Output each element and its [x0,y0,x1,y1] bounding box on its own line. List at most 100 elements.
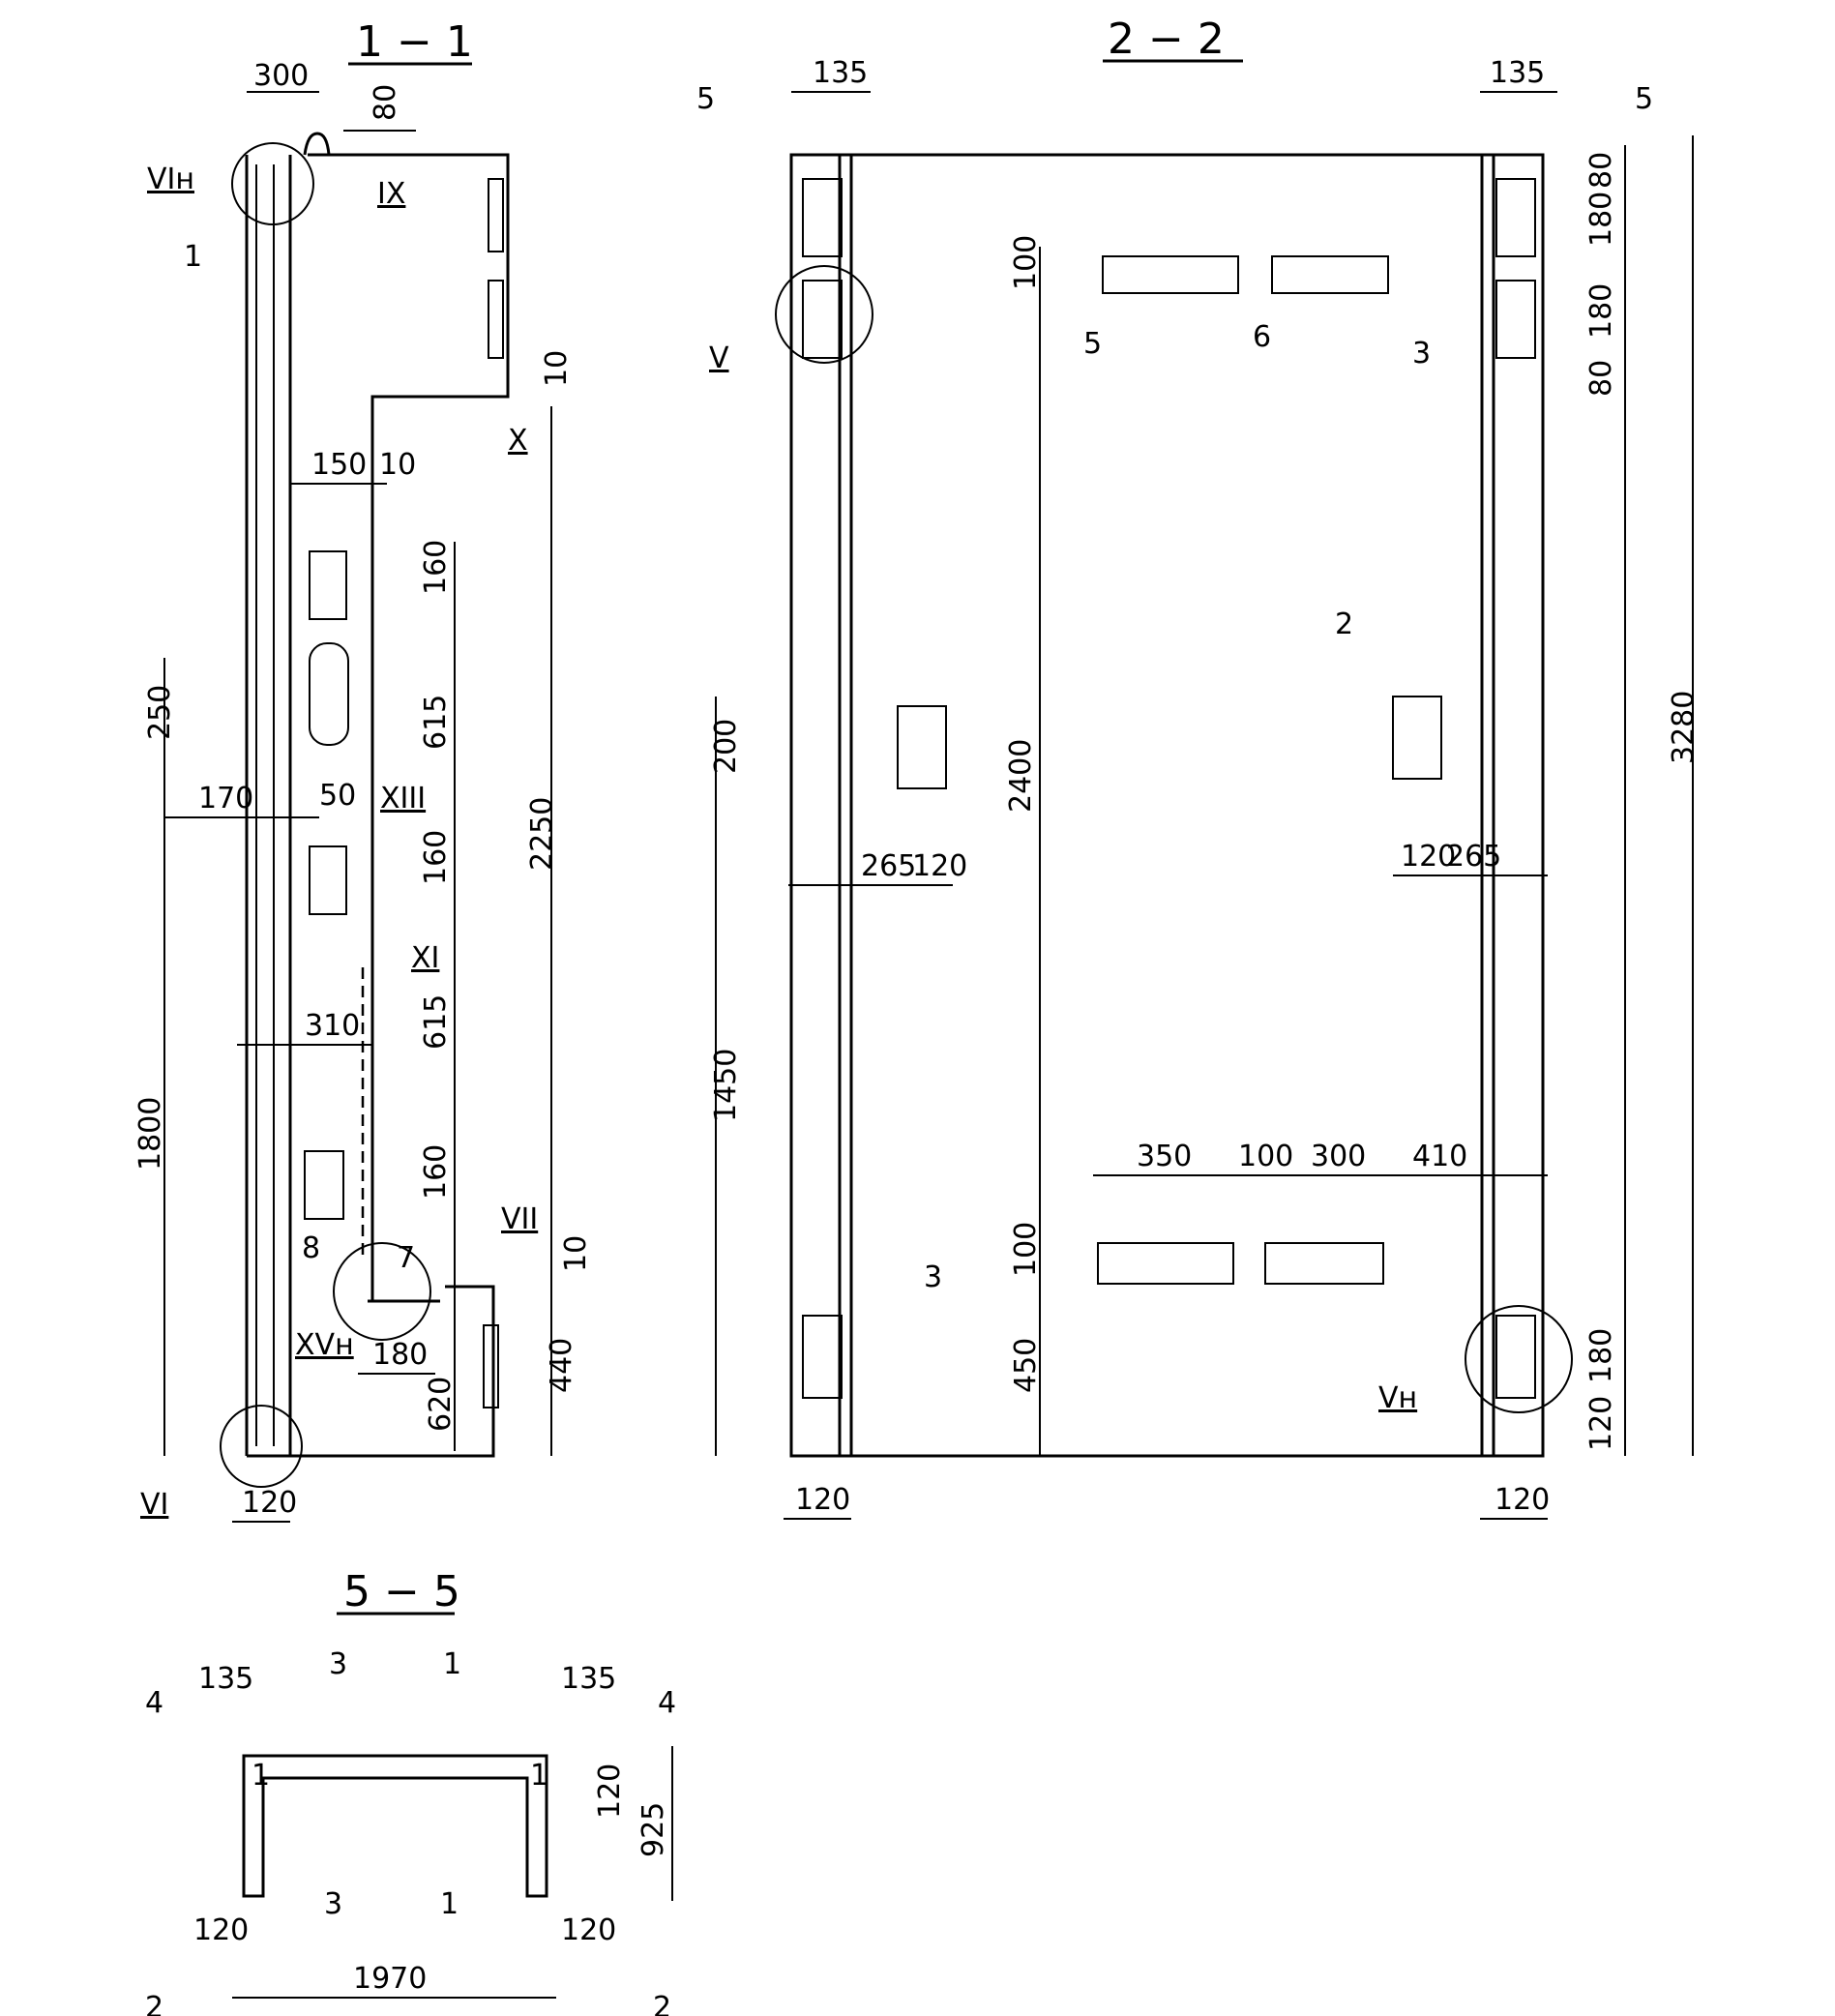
section-5-5-title: 5 − 5 [343,1567,460,1616]
cut-mark-2-left: 2 [145,1991,163,2016]
dim-120-mid: 120 [912,849,967,883]
position-7: 7 [397,1241,415,1275]
dim-80: 80 [369,84,402,121]
cut-mark-4-left: 4 [145,1686,163,1720]
dim-100-a: 100 [1009,235,1043,290]
dim-80-a: 80 [1584,152,1618,189]
lifting-loop [303,132,331,156]
mark-vii: VII [501,1202,538,1236]
detail-circle-vn [1465,1305,1573,1413]
cut-mark-3-bottom: 3 [324,1887,342,1921]
shelf-plates [488,178,504,359]
dim-135-right-5-5: 135 [561,1662,616,1696]
dimensions-2-2: 135 135 80 180 180 80 100 200 2400 3280 … [709,56,1701,1520]
dim-50: 50 [319,779,356,813]
dim-135-left-5-5: 135 [198,1662,253,1696]
dim-10-bottom: 10 [559,1235,593,1272]
dim-180-c: 180 [1584,1328,1618,1383]
mark-vin: VIн [147,163,194,196]
position-5: 5 [1083,327,1102,361]
detail-circle-vin [231,142,314,225]
dim-160-b: 160 [419,830,453,885]
plate-xiii [309,642,349,746]
dim-200: 200 [709,719,743,774]
dimensions-1-1: 300 80 10 150 10 160 615 250 170 50 2250… [133,59,593,1523]
dim-120-bottom-left: 120 [795,1483,850,1517]
position-2: 2 [1335,608,1353,641]
mark-v: V [709,341,729,375]
dim-120-right: 120 [1584,1396,1618,1451]
section-5-5: 5 − 5 4 4 2 2 3 1 3 1 1 1 135 135 120 92… [145,1567,676,2016]
dim-135-right: 135 [1490,56,1545,90]
dim-135-left: 135 [813,56,868,90]
dim-350: 350 [1137,1140,1192,1173]
channel-section-outline [242,1754,548,1898]
dim-160-a: 160 [419,540,453,595]
plate-6 [1271,255,1389,294]
cut-mark-1-top: 1 [443,1647,461,1681]
dim-120-right-mid: 120 [1401,840,1456,874]
mark-xvn: XVн [295,1328,354,1362]
dim-80-b: 80 [1584,360,1618,397]
dim-450: 450 [1009,1338,1043,1393]
position-3-bottom: 3 [924,1260,942,1294]
dim-265-left: 265 [861,849,916,883]
dim-615-a: 615 [419,695,453,750]
dim-250: 250 [143,685,177,740]
dim-620: 620 [424,1377,458,1432]
section-profile-bottom [247,1285,495,1458]
rib-plate-left-top [802,178,843,257]
inner-mark-right: 1 [530,1759,548,1793]
rib-plate-right-top [1495,178,1536,257]
dim-120-bottom-right-5-5: 120 [561,1913,616,1947]
dim-120: 120 [242,1486,297,1520]
cut-mark-3-top: 3 [329,1647,347,1681]
cut-mark-1-bottom: 1 [440,1887,459,1921]
dim-10-top: 10 [540,350,574,387]
plate-160-mid [309,845,347,915]
dim-120-bottom-left-5-5: 120 [193,1913,249,1947]
cut-mark-4-right: 4 [658,1686,676,1720]
dim-10-mid: 10 [379,448,416,482]
position-3-top: 3 [1412,337,1431,371]
detail-circle-v [775,265,873,364]
column-body-1-1 [220,132,510,1488]
panel-body-2-2 [775,153,1573,1458]
dim-410: 410 [1412,1140,1467,1173]
position-6: 6 [1253,320,1271,354]
dim-150: 150 [311,448,367,482]
mark-ix: IX [377,177,405,211]
dimensions-5-5: 135 135 120 925 120 120 1970 [193,1662,673,1999]
cut-mark-left: 5 [696,82,715,116]
marks-1-1: VIн IX X XIII XI VII XVн VI 1 7 8 [140,163,538,1522]
plate-160-top [309,550,347,620]
mark-xi: XI [411,941,439,975]
rib-plate-right-second [1495,280,1536,359]
dim-180-a: 180 [1584,192,1618,247]
plate-160-bottom [304,1150,344,1220]
dim-615-b: 615 [419,994,453,1050]
lower-side-plate [483,1324,499,1408]
plate-bottom-right [1264,1242,1384,1285]
dim-3280: 3280 [1667,691,1701,764]
dim-120-height: 120 [593,1764,627,1819]
cut-mark-2-right: 2 [653,1991,671,2016]
plate-5 [1102,255,1239,294]
section-2-2: 2 − 2 5 5 135 135 8 [696,15,1701,1520]
cut-mark-right: 5 [1635,82,1653,116]
dim-180: 180 [372,1338,428,1372]
dim-300: 300 [1311,1140,1366,1173]
dim-440: 440 [545,1338,578,1393]
dim-1970: 1970 [353,1962,427,1996]
dim-160-c: 160 [419,1144,453,1200]
dim-100-b: 100 [1238,1140,1293,1173]
section-1-1: 1 − 1 300 80 10 150 [133,17,593,1523]
inner-mark-left: 1 [252,1759,270,1793]
dim-1450: 1450 [709,1049,743,1122]
dim-265-right: 265 [1446,840,1501,874]
dim-300: 300 [253,59,309,93]
detail-circle-vi [220,1405,303,1488]
dim-170: 170 [198,782,253,815]
dim-1800: 1800 [133,1097,167,1171]
